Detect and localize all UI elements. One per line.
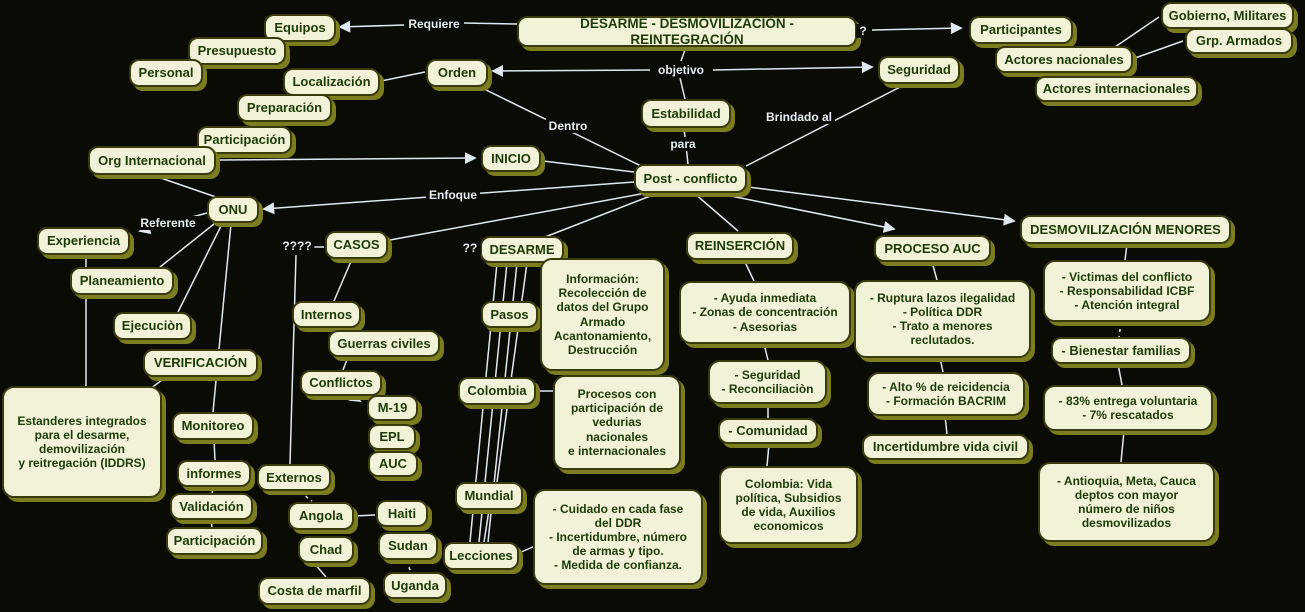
node-uganda[interactable]: Uganda bbox=[383, 572, 447, 599]
node-comunidad-box[interactable]: - Comunidad bbox=[718, 418, 818, 444]
node-epl[interactable]: EPL bbox=[368, 424, 416, 450]
node-actores-nacionales[interactable]: Actores nacionales bbox=[995, 46, 1133, 73]
node-casos[interactable]: CASOS bbox=[325, 231, 388, 259]
edge-label-requiere[interactable]: Requiere bbox=[405, 17, 463, 31]
node-ayuda-box[interactable]: - Ayuda inmediata - Zonas de concentraci… bbox=[679, 281, 851, 344]
node-informacion-box[interactable]: Información: Recolección de datos del Gr… bbox=[540, 258, 665, 371]
node-localizacion[interactable]: Localización bbox=[283, 68, 380, 96]
node-monitoreo[interactable]: Monitoreo bbox=[172, 412, 254, 440]
edge-label-referente[interactable]: Referente bbox=[137, 216, 199, 230]
node-haiti[interactable]: Haiti bbox=[376, 500, 428, 527]
node-conflictos[interactable]: Conflictos bbox=[300, 370, 382, 396]
node-auc[interactable]: AUC bbox=[368, 451, 418, 477]
node-personal[interactable]: Personal bbox=[129, 59, 203, 87]
node-seguridad-reconciliacion-box[interactable]: - Seguridad - Reconciliaciòn bbox=[708, 360, 827, 404]
node-procesos-box[interactable]: Procesos con participación de vedurias n… bbox=[553, 375, 681, 470]
edge-label-question-casos[interactable]: ???? bbox=[279, 239, 315, 253]
node-estanderes-box[interactable]: Estanderes integrados para el desarme, d… bbox=[2, 386, 162, 498]
node-post-conflicto[interactable]: Post - conflicto bbox=[634, 164, 747, 193]
node-preparacion[interactable]: Preparación bbox=[237, 94, 332, 122]
node-validacion[interactable]: Validación bbox=[170, 493, 253, 520]
node-gobierno-militares[interactable]: Gobierno, Militares bbox=[1161, 2, 1294, 29]
node-internos[interactable]: Internos bbox=[292, 301, 361, 328]
node-informes[interactable]: informes bbox=[177, 460, 251, 487]
node-externos[interactable]: Externos bbox=[257, 464, 331, 491]
edge-label-question-desarme[interactable]: ?? bbox=[459, 241, 481, 255]
node-presupuesto[interactable]: Presupuesto bbox=[188, 37, 286, 65]
node-cuidado-box[interactable]: - Cuidado en cada fase del DDR - Incerti… bbox=[533, 489, 703, 585]
node-chad[interactable]: Chad bbox=[298, 536, 354, 563]
node-inicio[interactable]: INICIO bbox=[481, 145, 541, 172]
edge-label-para[interactable]: para bbox=[667, 137, 699, 151]
node-colombia-vida-box[interactable]: Colombia: Vida política, Subsidios de vi… bbox=[719, 466, 858, 544]
node-alto-box[interactable]: - Alto % de reicidencia - Formación BACR… bbox=[867, 372, 1025, 416]
edge-label-dentro[interactable]: Dentro bbox=[545, 119, 591, 133]
node-org-internacional[interactable]: Org Internacional bbox=[88, 146, 216, 175]
node-incertidumbre-box[interactable]: Incertidumbre vida civil bbox=[862, 434, 1029, 460]
node-participacion-bottom[interactable]: Participación bbox=[166, 527, 263, 555]
node-guerras-civiles[interactable]: Guerras civiles bbox=[328, 330, 440, 357]
node-costa-de-marfil[interactable]: Costa de marfil bbox=[258, 577, 371, 605]
node-lecciones[interactable]: Lecciones bbox=[443, 542, 519, 570]
node-planeamiento[interactable]: Planeamiento bbox=[70, 267, 174, 295]
node-orden[interactable]: Orden bbox=[426, 59, 488, 87]
node-bienestar-box[interactable]: - Bienestar familias bbox=[1051, 337, 1191, 364]
node-desmovilizacion-menores[interactable]: DESMOVILIZACIÓN MENORES bbox=[1020, 215, 1231, 244]
edge-label-enfoque[interactable]: Enfoque bbox=[426, 188, 480, 202]
node-ejecucion[interactable]: Ejecuciòn bbox=[113, 312, 192, 340]
node-angola[interactable]: Angola bbox=[288, 502, 354, 530]
node-verificacion[interactable]: VERIFICACIÓN bbox=[143, 349, 258, 377]
node-estabilidad[interactable]: Estabilidad bbox=[641, 99, 731, 128]
node-ruptura-box[interactable]: - Ruptura lazos ilegalidad - Política DD… bbox=[854, 280, 1031, 358]
node-actores-internacionales[interactable]: Actores internacionales bbox=[1035, 76, 1198, 102]
node-experiencia[interactable]: Experiencia bbox=[37, 227, 130, 255]
node-seguridad[interactable]: Seguridad bbox=[878, 56, 960, 84]
node-equipos[interactable]: Equipos bbox=[264, 14, 336, 42]
node-grp-armados[interactable]: Grp. Armados bbox=[1185, 28, 1293, 54]
node-proceso-auc[interactable]: PROCESO AUC bbox=[874, 235, 991, 262]
node-victimas-box[interactable]: - Victimas del conflicto - Responsabilid… bbox=[1043, 260, 1211, 322]
edge-label-brindado-al[interactable]: Brindado al bbox=[762, 110, 836, 124]
edge-label-question-title[interactable]: ? bbox=[856, 24, 870, 38]
node-title[interactable]: DESARME - DESMOVILIZACIÓN - REINTEGRACIÓ… bbox=[517, 16, 857, 47]
node-participantes[interactable]: Participantes bbox=[969, 16, 1073, 44]
node-colombia[interactable]: Colombia bbox=[458, 377, 536, 405]
node-mundial[interactable]: Mundial bbox=[455, 482, 523, 510]
node-reinsercion[interactable]: REINSERCIÓN bbox=[686, 232, 794, 260]
node-sudan[interactable]: Sudan bbox=[378, 532, 438, 560]
node-m19[interactable]: M-19 bbox=[367, 395, 418, 421]
node-antioquia-box[interactable]: - Antioquia, Meta, Cauca deptos con mayo… bbox=[1038, 462, 1215, 542]
node-pasos[interactable]: Pasos bbox=[481, 301, 538, 328]
edge-label-objetivo[interactable]: objetivo bbox=[654, 63, 708, 77]
node-onu[interactable]: ONU bbox=[207, 196, 259, 223]
node-entrega-box[interactable]: - 83% entrega voluntaria - 7% rescatados bbox=[1043, 385, 1213, 431]
